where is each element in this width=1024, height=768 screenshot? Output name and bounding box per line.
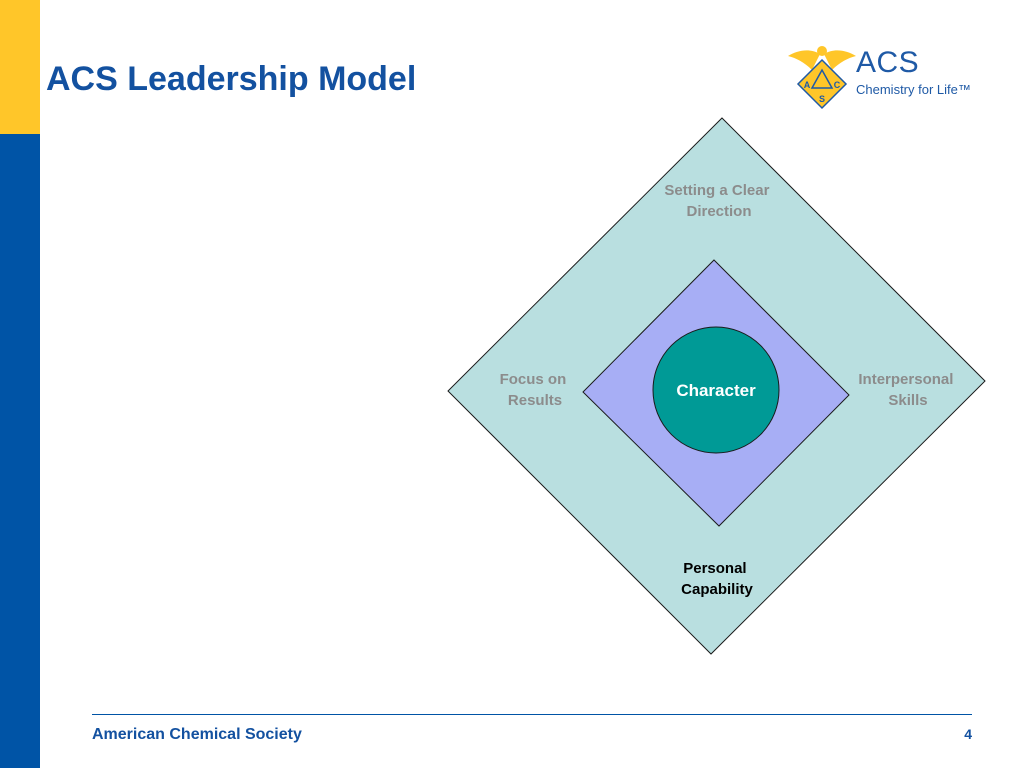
footer-divider	[92, 714, 972, 715]
eagle-head	[817, 46, 827, 56]
slide-title: ACS Leadership Model	[46, 60, 417, 98]
eagle-wing-left	[788, 50, 820, 70]
label-personal-capability: Personal Capability	[681, 560, 753, 598]
leadership-model-diagram: Setting a Clear Direction Focus on Resul…	[447, 117, 986, 655]
accent-bar-yellow	[0, 0, 40, 134]
acs-logo: A C S ACS Chemistry for Life™	[788, 42, 978, 112]
label-interpersonal-skills-line1: Interpersonal	[858, 371, 953, 388]
accent-bar-blue	[0, 134, 40, 768]
seal-letter-a: A	[804, 80, 811, 90]
page-number: 4	[964, 726, 972, 742]
label-personal-capability-line1: Personal	[683, 560, 746, 577]
label-personal-capability-line2: Capability	[681, 581, 753, 598]
footer-organization: American Chemical Society	[92, 726, 302, 743]
seal-letter-c: C	[834, 80, 841, 90]
seal-diamond	[796, 58, 848, 110]
seal-letter-s: S	[819, 94, 825, 104]
label-interpersonal-skills: Interpersonal Skills	[858, 371, 957, 409]
logo-wordmark: ACS	[856, 46, 920, 79]
label-focus-results: Focus on Results	[500, 371, 571, 409]
label-focus-results-line1: Focus on	[500, 371, 567, 388]
label-focus-results-line2: Results	[508, 392, 562, 409]
label-setting-direction-line1: Setting a Clear	[664, 182, 769, 199]
eagle-seal-icon: A C S	[788, 46, 856, 110]
logo-tagline: Chemistry for Life™	[856, 82, 971, 97]
label-character: Character	[676, 381, 756, 400]
eagle-wing-right	[824, 50, 856, 70]
label-interpersonal-skills-line2: Skills	[888, 392, 927, 409]
center-circle	[652, 326, 780, 454]
label-setting-direction: Setting a Clear Direction	[664, 182, 773, 220]
seal-triangle	[810, 68, 834, 89]
label-setting-direction-line2: Direction	[686, 203, 751, 220]
